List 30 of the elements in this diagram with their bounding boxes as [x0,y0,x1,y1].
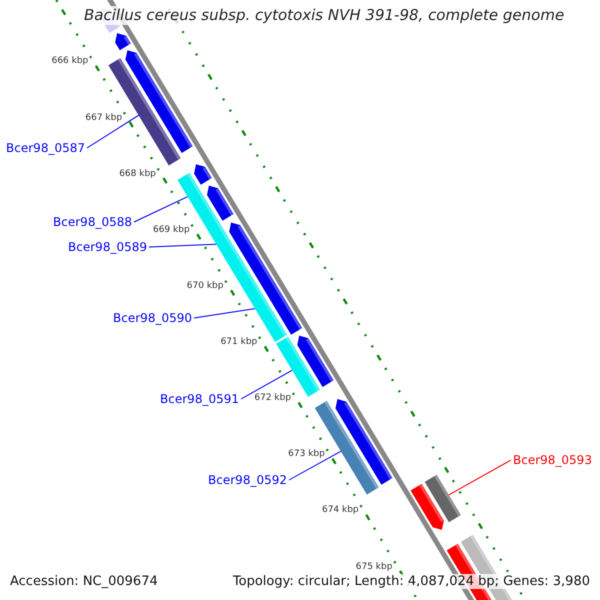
info-text: Topology: circular; Length: 4,087,024 bp; Genes: 3,980 [230,574,592,589]
gene-label: Bcer98_0590 [113,312,192,324]
leader-line [240,370,293,400]
scale-label: 675 kbp [356,562,392,572]
leader-line [194,308,256,318]
gene-bar [108,58,181,166]
scale-label: 668 kbp [119,170,156,179]
leader-line [288,450,342,480]
leader-line [86,114,140,148]
gene-label: Bcer98_0587 [6,142,85,154]
gene-bar [178,172,210,214]
gene-label: Bcer98_0588 [53,216,132,228]
scale-label: 673 kbp [288,450,325,460]
gene-label: Bcer98_0593 [513,454,592,466]
scale-label: 666 kbp [52,57,88,66]
leader-line [448,460,512,496]
scale-label: 672 kbp [254,394,292,404]
leader-line [134,196,188,222]
scale-label: 669 kbp [152,226,190,235]
info-text: Accession: NC_009674 [8,574,160,589]
scale-label: 671 kbp [220,338,258,348]
gene-bar [198,206,247,276]
gene-label: Bcer98_0591 [160,393,239,405]
gene-label: Bcer98_0592 [208,474,287,486]
gene-bar [424,474,461,522]
scale-label: 674 kbp [322,506,359,516]
scale-label: 670 kbp [186,282,224,291]
gene-label: Bcer98_0589 [68,241,147,253]
scale-label: 667 kbp [85,114,122,123]
leader-line [148,244,217,248]
